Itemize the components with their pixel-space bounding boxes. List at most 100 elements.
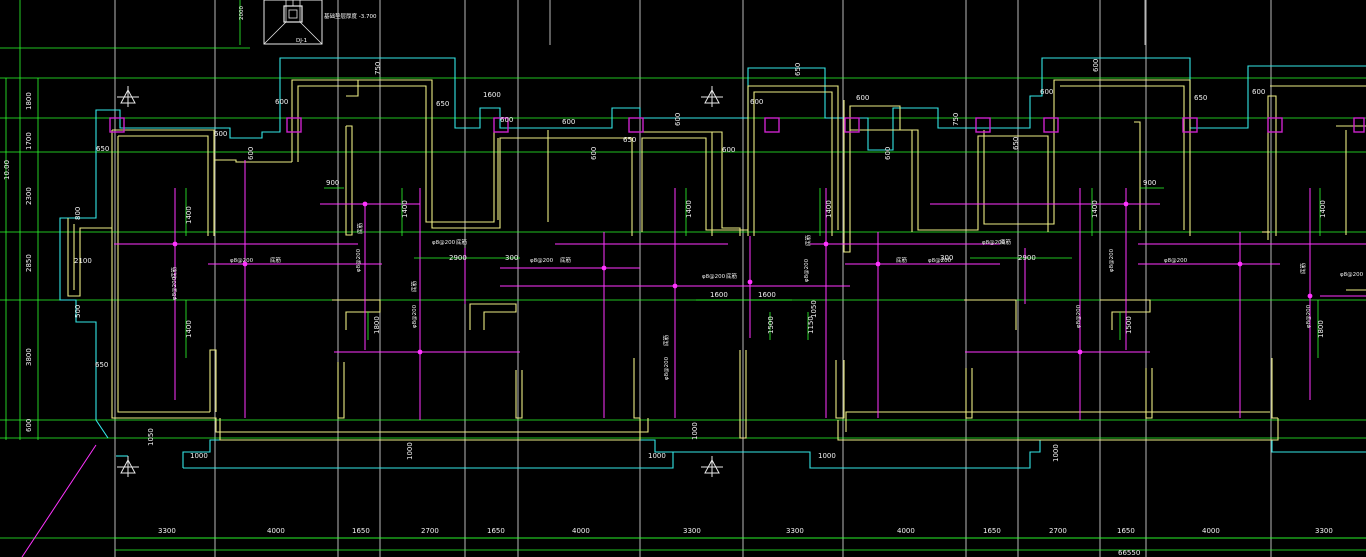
left-dimension-label: 600: [25, 419, 33, 432]
section-marker-icon: [117, 86, 139, 107]
note-label: 底筋: [270, 256, 282, 264]
wall-dimension-label: 600: [722, 146, 735, 154]
wall-dimension-label: 600: [562, 118, 575, 126]
column-markers: [109, 117, 1365, 133]
wall-dimension-label: 800: [74, 207, 82, 220]
wall-dimension-label: 600: [214, 130, 227, 138]
rebar-label: φ8@200: [1306, 304, 1312, 328]
rebar-label: φ8@200: [1340, 272, 1364, 278]
room-dimension-label: 1400: [185, 206, 193, 224]
note-label: 底筋: [170, 266, 178, 278]
rebar-label: φ8@200: [1109, 248, 1115, 272]
wall-dimension-label: 600: [884, 147, 892, 160]
wall-dimension-label: 600: [500, 116, 513, 124]
bottom-dimension-label: 3300: [683, 527, 701, 535]
note-label: 底筋: [896, 256, 908, 264]
rebar-label: φ8@200: [432, 240, 456, 246]
wall-dimension-label: 600: [590, 147, 598, 160]
bottom-dimension-label: 1650: [983, 527, 1001, 535]
rebar-label: φ8@200: [702, 274, 726, 280]
detail-code: DJ-1: [296, 38, 307, 44]
bottom-dimension-label: 3300: [158, 527, 176, 535]
wall-dimension-label: 1050: [147, 428, 155, 446]
note-label: 底筋: [560, 256, 572, 264]
section-marker-icon: [701, 86, 723, 107]
note-label: 底筋: [726, 272, 738, 280]
wall-dimension-label: 1000: [691, 422, 699, 440]
wall-dimension-label: 500: [74, 305, 82, 318]
room-dimension-label: 1050: [810, 300, 818, 318]
left-dimension-label: 1700: [25, 132, 33, 150]
room-dimension-lines: [185, 187, 1321, 358]
bottom-dimension-label: 4000: [897, 527, 915, 535]
room-dimension-label: 1400: [685, 200, 693, 218]
rebar-label: φ8@200: [928, 258, 952, 264]
room-dimension-label: 1150: [807, 316, 815, 334]
detail-note: 基础垫层厚度 -3.700: [324, 12, 377, 20]
wall-dimension-label: 600: [1092, 59, 1100, 72]
left-dimension-label: 2300: [25, 187, 33, 205]
rebar-lines: [21, 160, 1366, 557]
wall-dimension-label: 650: [1194, 94, 1207, 102]
wall-dimension-label: 600: [674, 113, 682, 126]
wall-dimension-label: 600: [275, 98, 288, 106]
wall-dimension-label: 600: [1040, 88, 1053, 96]
note-label: 底筋: [1000, 238, 1012, 246]
room-dimension-label: 1600: [758, 291, 776, 299]
wall-dimension-label: 2100: [74, 257, 92, 265]
room-dimension-label: 1800: [373, 316, 381, 334]
wall-dimension-label: 1000: [406, 442, 414, 460]
bottom-dimension-label: 3300: [786, 527, 804, 535]
wall-dimension-label: 1000: [818, 452, 836, 460]
bottom-dimension-label: 4000: [267, 527, 285, 535]
wall-dimension-label: 750: [952, 113, 960, 126]
note-label: 底筋: [456, 238, 468, 246]
rebar-label-texts: φ8@200 φ8@200 φ8@200 φ8@200 φ8@200 φ8@200 φ8@2…: [172, 240, 1364, 380]
wall-dimension-label: 650: [95, 361, 108, 369]
room-dimension-label: 1400: [185, 320, 193, 338]
wall-dimension-label: 750: [374, 62, 382, 75]
rebar-label: φ8@200: [230, 258, 254, 264]
detail-dim: 2000: [239, 6, 245, 20]
rebar-label: φ8@200: [982, 240, 1006, 246]
rebar-label: φ8@200: [172, 276, 178, 300]
rebar-label: φ8@200: [412, 304, 418, 328]
rebar-label: φ8@200: [530, 258, 554, 264]
wall-dimension-label: 1000: [1052, 444, 1060, 462]
wall-dimension-label: 600: [856, 94, 869, 102]
foundation-detail-symbol: 基础垫层厚度 -3.700 DJ-1 2000: [239, 0, 377, 45]
note-label: 底筋: [804, 234, 812, 246]
rebar-label: φ8@200: [804, 258, 810, 282]
left-total-dimension: 10.00: [3, 160, 11, 180]
bottom-dimension-label: 1650: [1117, 527, 1135, 535]
rebar-intersection-dots: [172, 201, 1313, 355]
rebar-label: φ8@200: [1164, 258, 1188, 264]
room-dimension-label: 1600: [710, 291, 728, 299]
room-dimension-label: 1500: [767, 316, 775, 334]
room-dimension-label: 900: [326, 179, 339, 187]
note-label: 底筋: [410, 280, 418, 292]
left-dimension-label: 2850: [25, 254, 33, 272]
bottom-dimension-label: 4000: [572, 527, 590, 535]
left-dimension-label: 1800: [25, 92, 33, 110]
room-dimension-label: 300: [940, 254, 953, 262]
wall-dimension-label: 650: [623, 136, 636, 144]
wall-dimension-label: 600: [1252, 88, 1265, 96]
rebar-label: φ8@200: [356, 248, 362, 272]
bottom-dimension-label: 2700: [421, 527, 439, 535]
note-label: 底筋: [356, 222, 364, 234]
wall-dimension-label: 1600: [483, 91, 501, 99]
wall-dimension-label: 650: [1012, 137, 1020, 150]
wall-dimension-label: 650: [96, 145, 109, 153]
wall-dimension-texts: 650 600 750 650 600 600 1600 600 600 600 650 600 600…: [74, 59, 1265, 462]
room-dimension-label: 1400: [401, 200, 409, 218]
room-dimension-label: 2900: [449, 254, 467, 262]
rebar-label: φ8@200: [664, 356, 670, 380]
rebar-label: φ8@200: [1076, 304, 1082, 328]
section-marker-icon: [701, 456, 723, 477]
bottom-dimension-label: 3300: [1315, 527, 1333, 535]
